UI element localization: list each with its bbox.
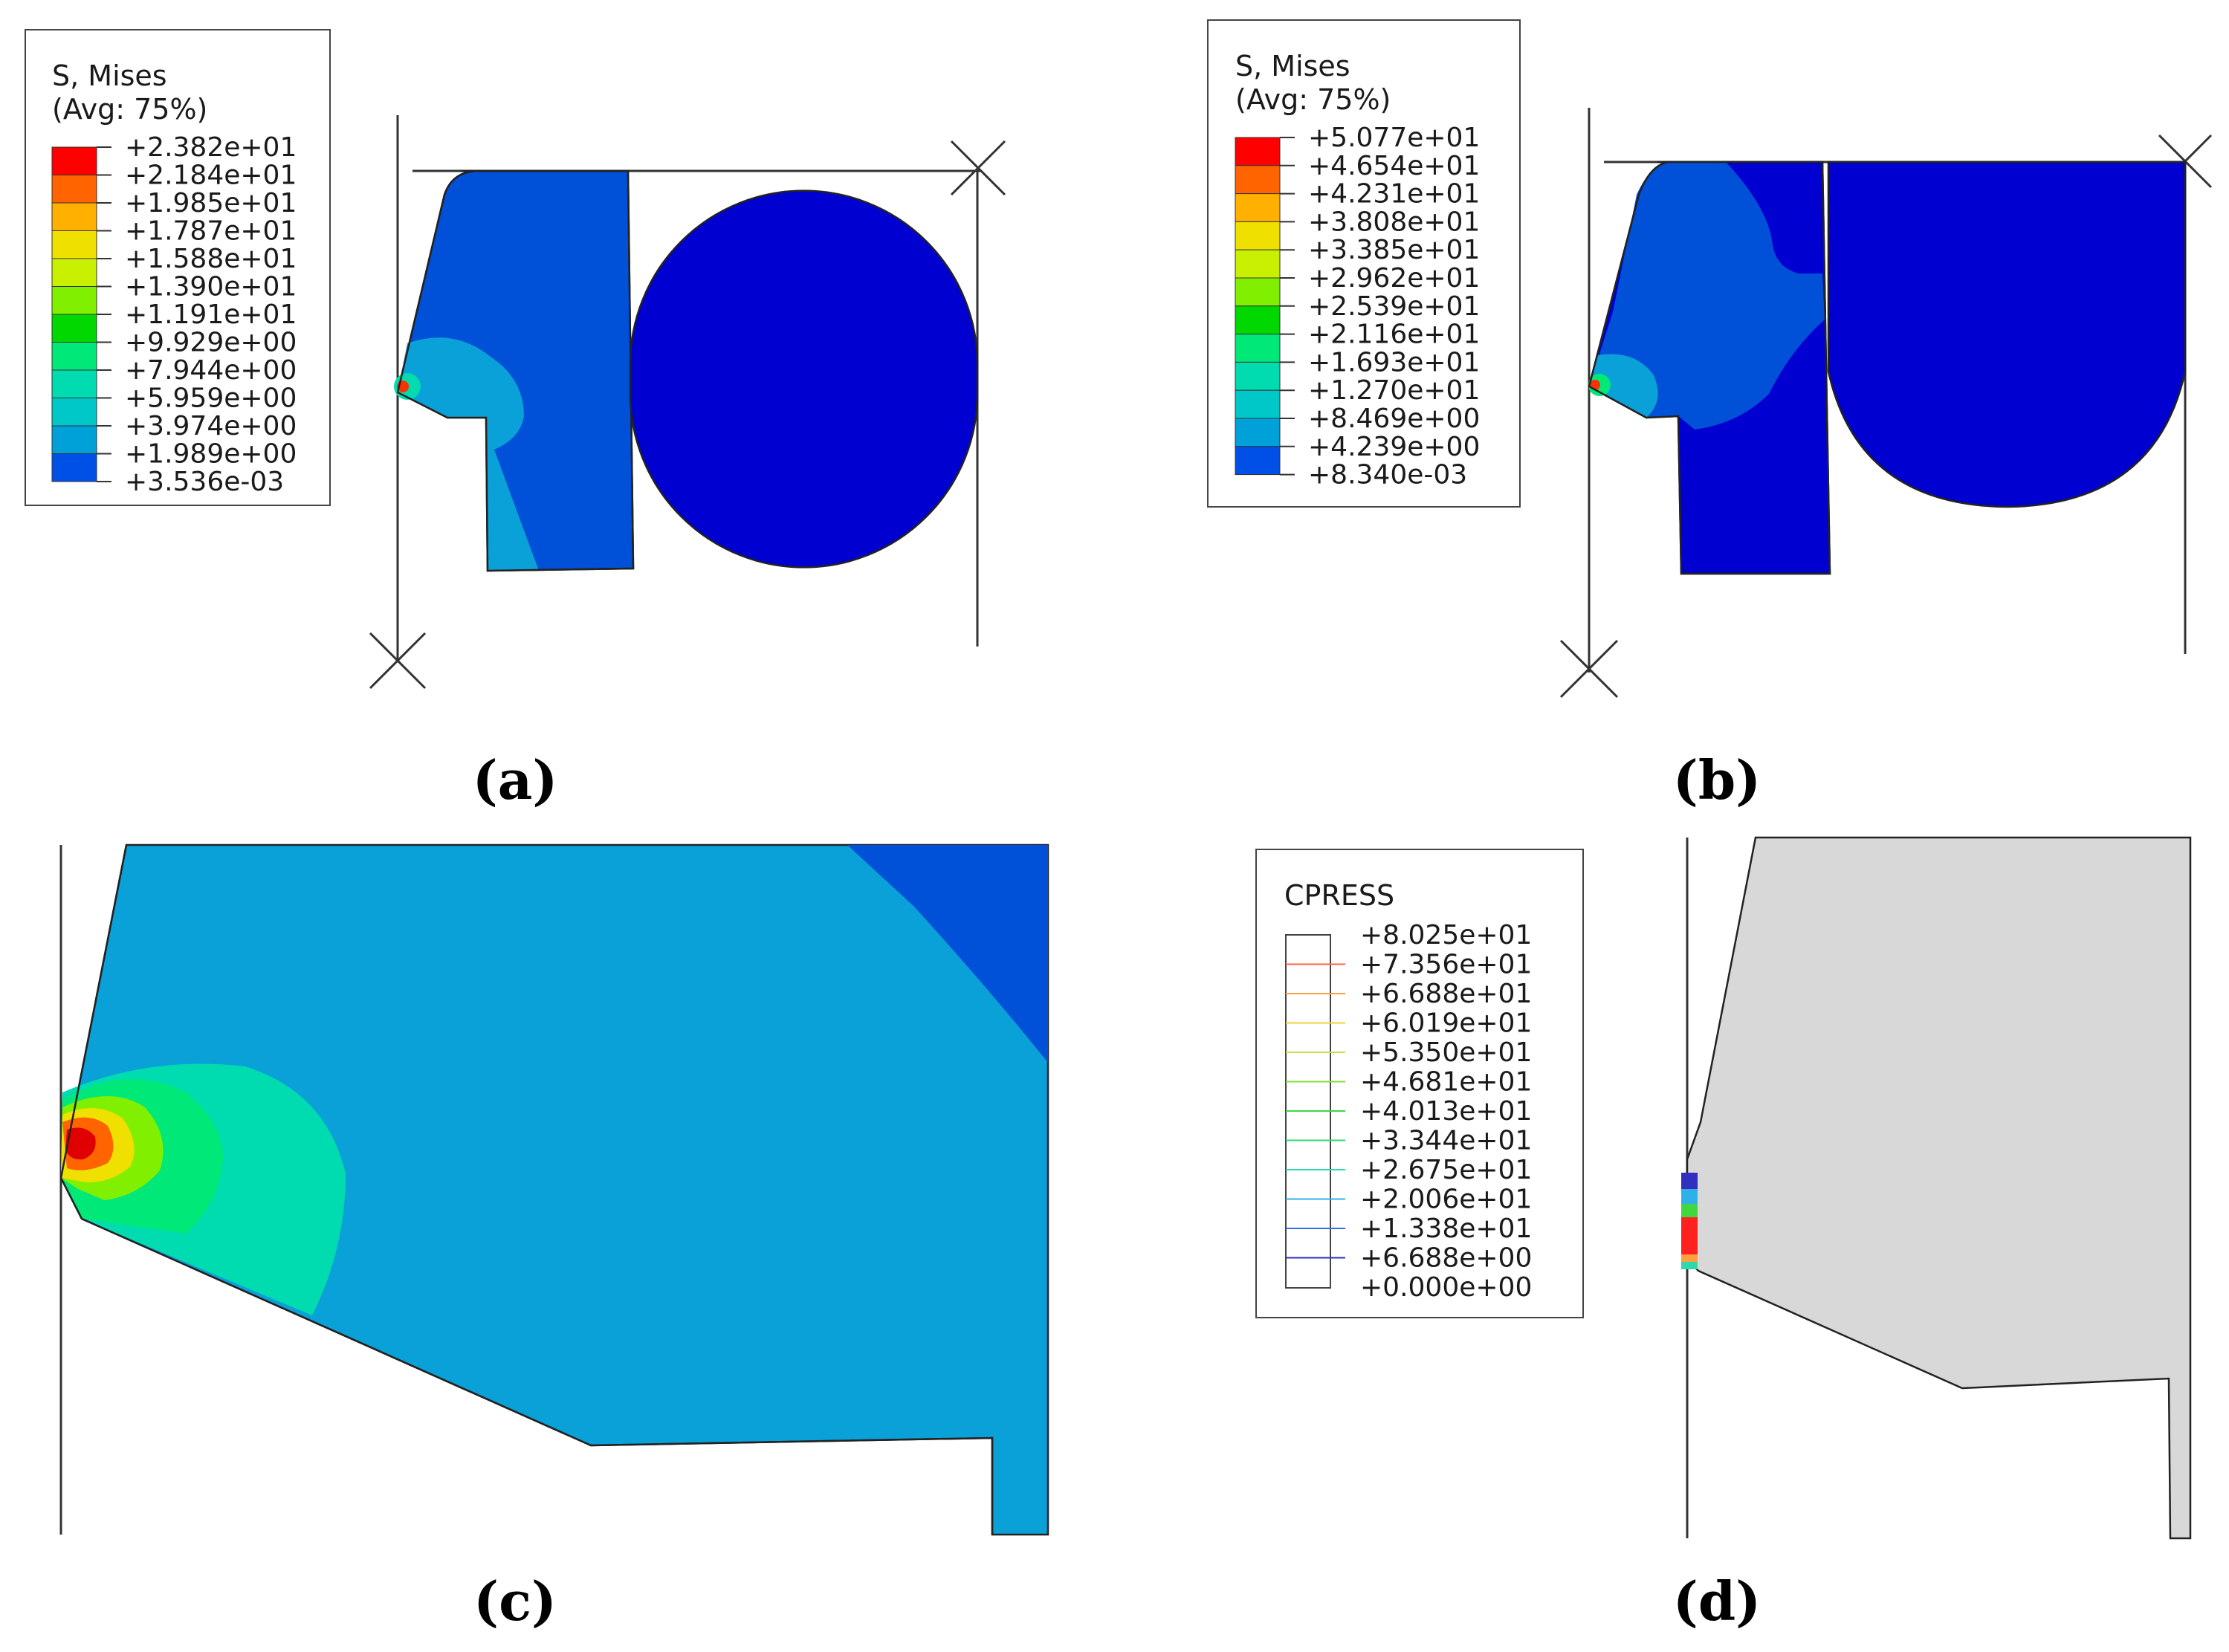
- legend-value: +2.116e+01: [1308, 320, 1480, 350]
- legend-swatch: [1235, 446, 1281, 476]
- legend-value: +8.340e-03: [1308, 460, 1467, 490]
- legend-value: +5.350e+01: [1360, 1037, 1532, 1068]
- legend-value: +2.006e+01: [1360, 1185, 1532, 1215]
- legend-a-subtitle: (Avg: 75%): [52, 93, 207, 126]
- legend-value: +4.231e+01: [1308, 179, 1480, 210]
- legend-value: +2.539e+01: [1308, 291, 1480, 322]
- legend-swatch: [51, 314, 97, 343]
- legend-value: +1.338e+01: [1360, 1214, 1532, 1244]
- legend-b-title: S, Mises: [1235, 50, 1350, 82]
- o-ring: [1827, 161, 2187, 508]
- seal-part-grey: [1686, 836, 2192, 1540]
- legend-value: +1.588e+01: [125, 244, 297, 274]
- legend-swatch: [1235, 221, 1281, 250]
- legend-swatch: [51, 286, 97, 315]
- legend-a-title: S, Mises: [52, 59, 167, 92]
- legend-swatch: [1235, 137, 1281, 166]
- legend-value: +4.239e+00: [1308, 432, 1480, 462]
- panel-c: (c): [59, 843, 1049, 1633]
- legend-value: +9.929e+00: [125, 328, 297, 358]
- legend-swatch: [51, 369, 97, 398]
- legend-d-labels: +8.025e+01+7.356e+01+6.688e+01+6.019e+01…: [1360, 920, 1532, 1303]
- legend-swatch: [1235, 389, 1281, 419]
- legend-value: +3.808e+01: [1308, 207, 1480, 237]
- caption-d: (d): [1673, 1570, 1761, 1633]
- legend-value: +1.985e+01: [125, 188, 297, 218]
- legend-value: +3.536e-03: [125, 467, 284, 497]
- legend-swatch: [51, 230, 97, 259]
- seal-stress-region: [398, 337, 539, 571]
- legend-value: +5.077e+01: [1308, 123, 1480, 153]
- legend-value: +3.385e+01: [1308, 235, 1480, 265]
- legend-swatch: [51, 175, 97, 204]
- legend-value: +5.959e+00: [125, 383, 297, 414]
- legend-value: +2.962e+01: [1308, 263, 1480, 294]
- legend-d-lines: [1286, 963, 1345, 1259]
- legend-value: +7.944e+00: [125, 355, 297, 386]
- legend-value: +1.390e+01: [125, 272, 297, 302]
- caption-a: (a): [473, 748, 558, 812]
- legend-b-labels: +5.077e+01+4.654e+01+4.231e+01+3.808e+01…: [1280, 123, 1480, 490]
- legend-swatch: [51, 146, 97, 175]
- reference-point-marker: [950, 140, 1006, 196]
- legend-value: +3.974e+00: [125, 411, 297, 441]
- legend-value: +1.270e+01: [1308, 375, 1480, 406]
- legend-value: +6.688e+00: [1360, 1243, 1532, 1274]
- legend-swatch: [51, 398, 97, 427]
- low-stress-region: [847, 845, 1048, 1063]
- seal-outline: [1588, 161, 1831, 575]
- legend-swatch: [51, 425, 97, 454]
- seal-stress-region: [1589, 354, 1658, 418]
- legend-d-title: CPRESS: [1284, 879, 1394, 912]
- legend-swatch: [51, 258, 97, 287]
- legend-swatch: [1235, 305, 1281, 335]
- legend-value: +8.469e+00: [1308, 404, 1480, 434]
- legend-swatch: [1235, 193, 1281, 222]
- legend-swatch: [51, 342, 97, 371]
- o-ring: [629, 190, 979, 569]
- legend-value: +3.344e+01: [1360, 1126, 1532, 1156]
- legend-value: +4.681e+01: [1360, 1067, 1532, 1098]
- legend-value: +1.191e+01: [125, 299, 297, 330]
- legend-value: +4.013e+01: [1360, 1096, 1532, 1127]
- contact-pressure-band: [1681, 1173, 1698, 1269]
- reference-point-marker: [1559, 639, 1619, 699]
- legend-swatch: [1235, 277, 1281, 307]
- legend-value: +6.688e+01: [1360, 979, 1532, 1009]
- panel-d: CPRESS +8.025e+01+7.356e+01+6.688e+01+6.…: [1255, 836, 2192, 1633]
- legend-value: +7.356e+01: [1360, 950, 1532, 980]
- legend-value: +2.184e+01: [125, 161, 297, 191]
- legend-b-subtitle: (Avg: 75%): [1235, 83, 1391, 116]
- seal-outline: [59, 844, 994, 1535]
- caption-c: (c): [473, 1570, 557, 1633]
- legend-value: +8.025e+01: [1360, 920, 1532, 950]
- stress-hotspot: [65, 1127, 96, 1160]
- reference-point-marker: [369, 632, 427, 690]
- legend-a-labels: +2.382e+01+2.184e+01+1.985e+01+1.787e+01…: [97, 132, 297, 497]
- legend-swatch: [1235, 361, 1281, 391]
- legend-value: +6.019e+01: [1360, 1008, 1532, 1039]
- panel-a: S, Mises (Avg: 75%) +2.382e+01+2.184e+01…: [25, 29, 1006, 812]
- panel-b: S, Mises (Avg: 75%) +5.077e+01+4.654e+01…: [1207, 19, 2213, 812]
- legend-value: +1.989e+00: [125, 439, 297, 470]
- legend-value: +1.693e+01: [1308, 347, 1480, 378]
- legend-a-swatches: [51, 146, 97, 482]
- seal-outline: [396, 169, 635, 572]
- legend-swatch: [1235, 418, 1281, 447]
- legend-swatch: [51, 453, 97, 482]
- legend-swatch: [1235, 165, 1281, 195]
- legend-value: +2.382e+01: [125, 132, 297, 163]
- caption-b: (b): [1673, 748, 1761, 812]
- seal-stress-region: [1589, 162, 1825, 430]
- legend-value: +1.787e+01: [125, 216, 297, 247]
- legend-swatch: [1235, 334, 1281, 363]
- legend-value: +2.675e+01: [1360, 1155, 1532, 1185]
- legend-value: +4.654e+01: [1308, 151, 1480, 181]
- legend-b-swatches: [1235, 137, 1281, 476]
- legend-value: +0.000e+00: [1360, 1272, 1532, 1303]
- legend-swatch: [51, 202, 97, 231]
- legend-swatch: [1235, 249, 1281, 279]
